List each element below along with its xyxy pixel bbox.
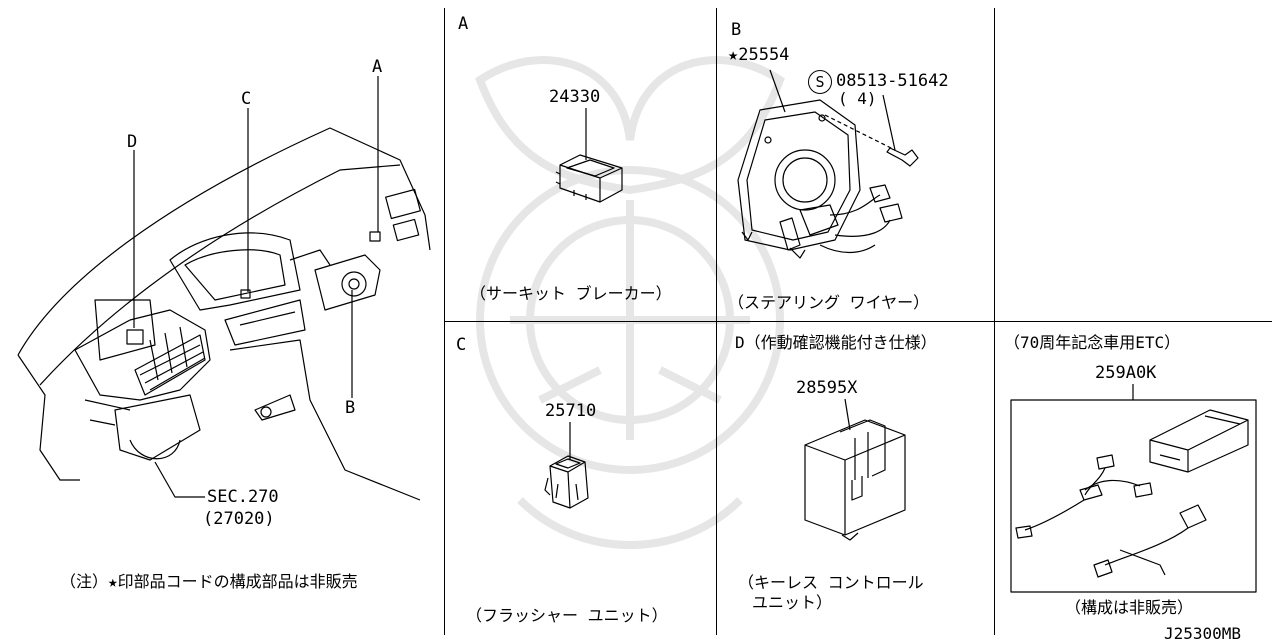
panel-c-part-number: 25710 [545, 401, 597, 421]
panel-a-letter: A [458, 14, 469, 34]
panel-etc-caption: （構成は非販売） [1065, 598, 1194, 617]
panel-a-caption: （サーキット ブレーカー） [470, 284, 672, 303]
panel-etc-title: （70周年記念車用ETC） [1004, 333, 1181, 352]
not-sold-note: （注）★印部品コードの構成部品は非販売 [60, 572, 358, 591]
panel-etc-part-number: 259A0K [1095, 363, 1157, 383]
diagram-code: J25300MB [1164, 624, 1242, 643]
sec-part-number: (27020) [203, 509, 275, 529]
panel-b-letter: B [731, 20, 742, 40]
callout-d: D [127, 132, 138, 152]
panel-a-part-number: 24330 [549, 87, 601, 107]
callout-a: A [372, 57, 383, 77]
panel-c-letter: C [456, 335, 467, 355]
callout-b: B [345, 398, 356, 418]
watermark-crest [475, 56, 785, 549]
panel-d-caption-line1: （キーレス コントロール [738, 573, 924, 592]
panel-d-title: D（作動確認機能付き仕様） [735, 333, 937, 352]
panel-b-caption: （ステアリング ワイヤー） [728, 293, 930, 312]
sec-reference: SEC.270 [207, 487, 279, 507]
bolt-s-symbol: S [808, 70, 832, 94]
callout-c: C [241, 89, 252, 109]
panel-b-bolt-number: 08513-51642 [836, 71, 949, 91]
divider-horizontal [444, 321, 1272, 322]
panel-b-bolt-quantity: ( 4) [838, 89, 877, 108]
panel-d-part-number: 28595X [796, 378, 858, 398]
panel-d-caption-line2: ユニット） [752, 593, 833, 612]
dashboard-illustration [17, 76, 431, 501]
panel-b-part-number: ★25554 [728, 45, 790, 65]
panel-c-caption: （フラッシャー ユニット） [466, 606, 668, 625]
